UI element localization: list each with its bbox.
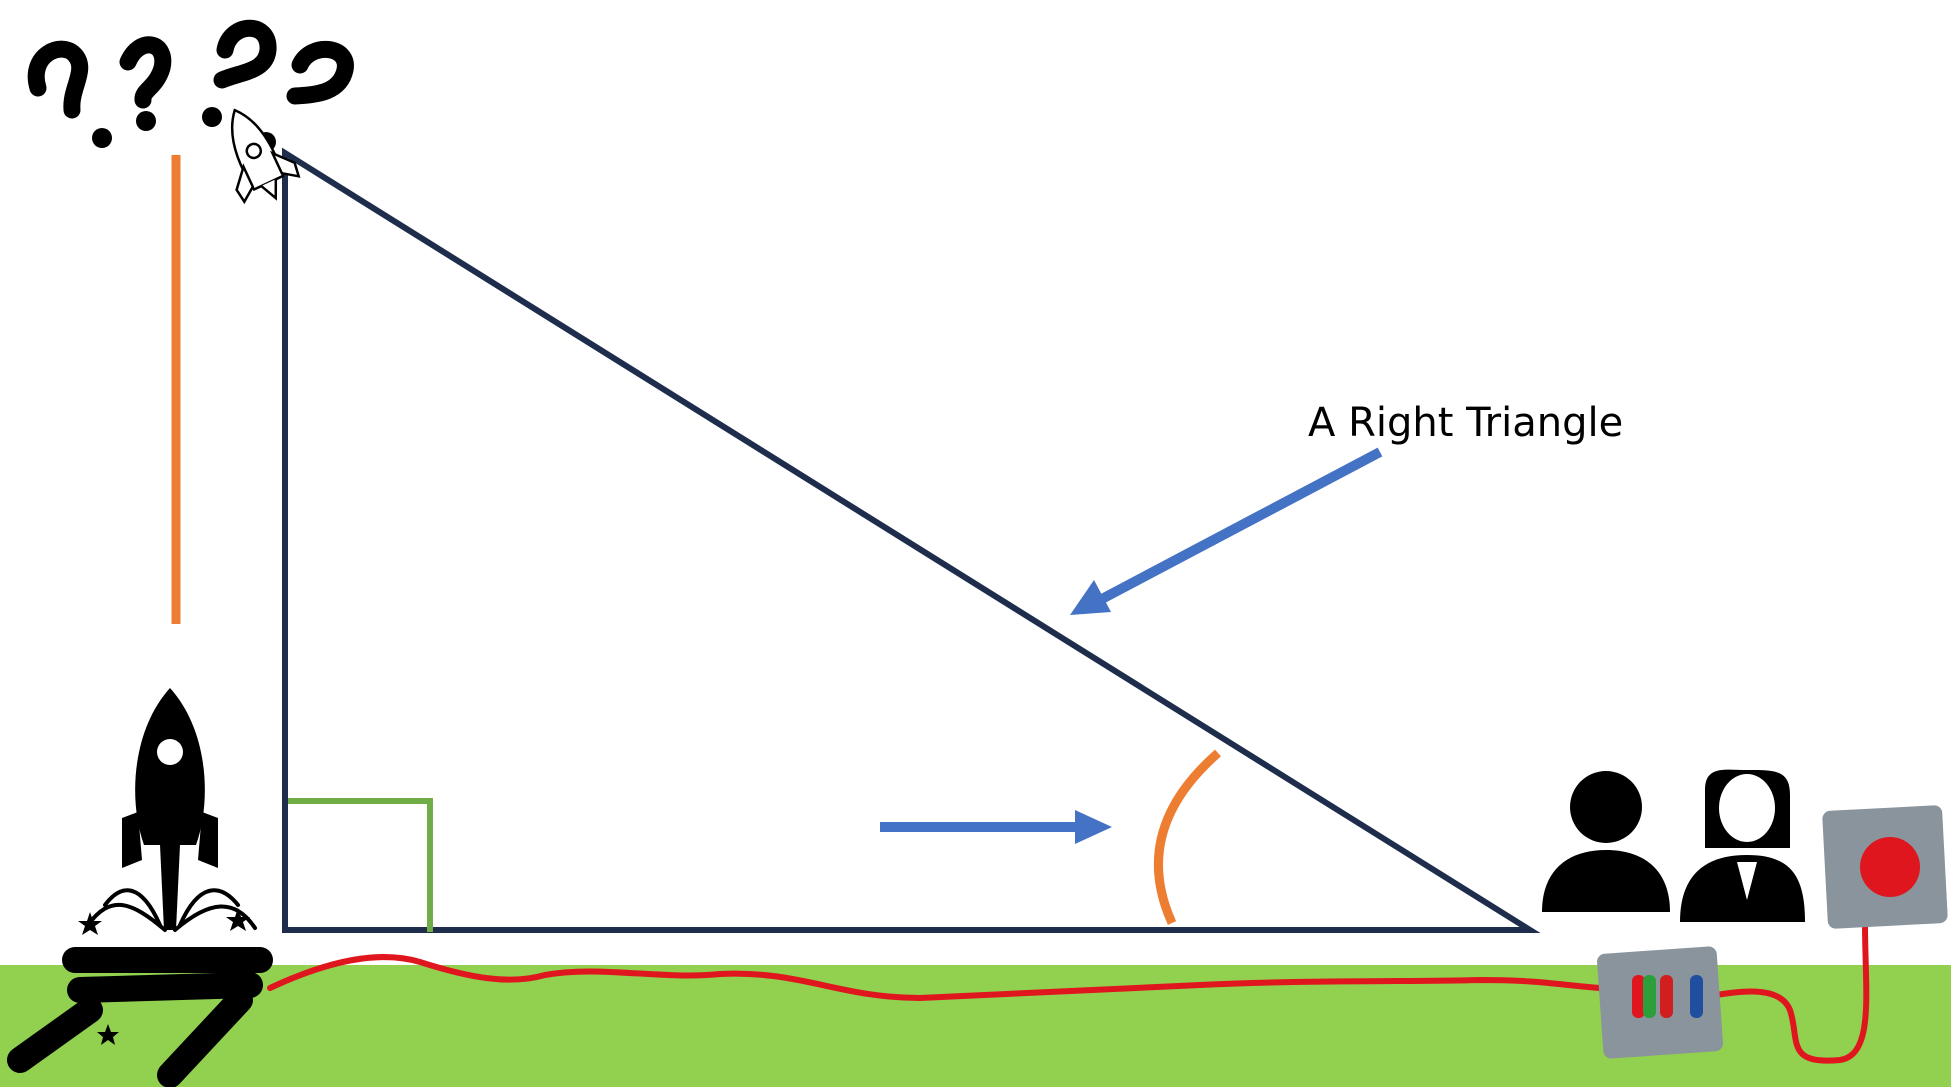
rocket-launch-icon xyxy=(7,688,273,1087)
right-angle-marker xyxy=(288,798,433,932)
people-icon xyxy=(1542,769,1805,922)
rocket-icon xyxy=(230,108,301,205)
label-arrow xyxy=(1070,447,1383,615)
angle-arrow xyxy=(880,810,1112,844)
man-icon xyxy=(1542,771,1670,912)
launch-button xyxy=(1860,837,1920,897)
triangle-label: A Right Triangle xyxy=(1308,400,1624,446)
angle-arc xyxy=(1153,749,1221,925)
launch-controller-icon xyxy=(267,805,1948,1064)
question-marks-icon xyxy=(27,19,354,152)
right-triangle xyxy=(282,147,1541,933)
